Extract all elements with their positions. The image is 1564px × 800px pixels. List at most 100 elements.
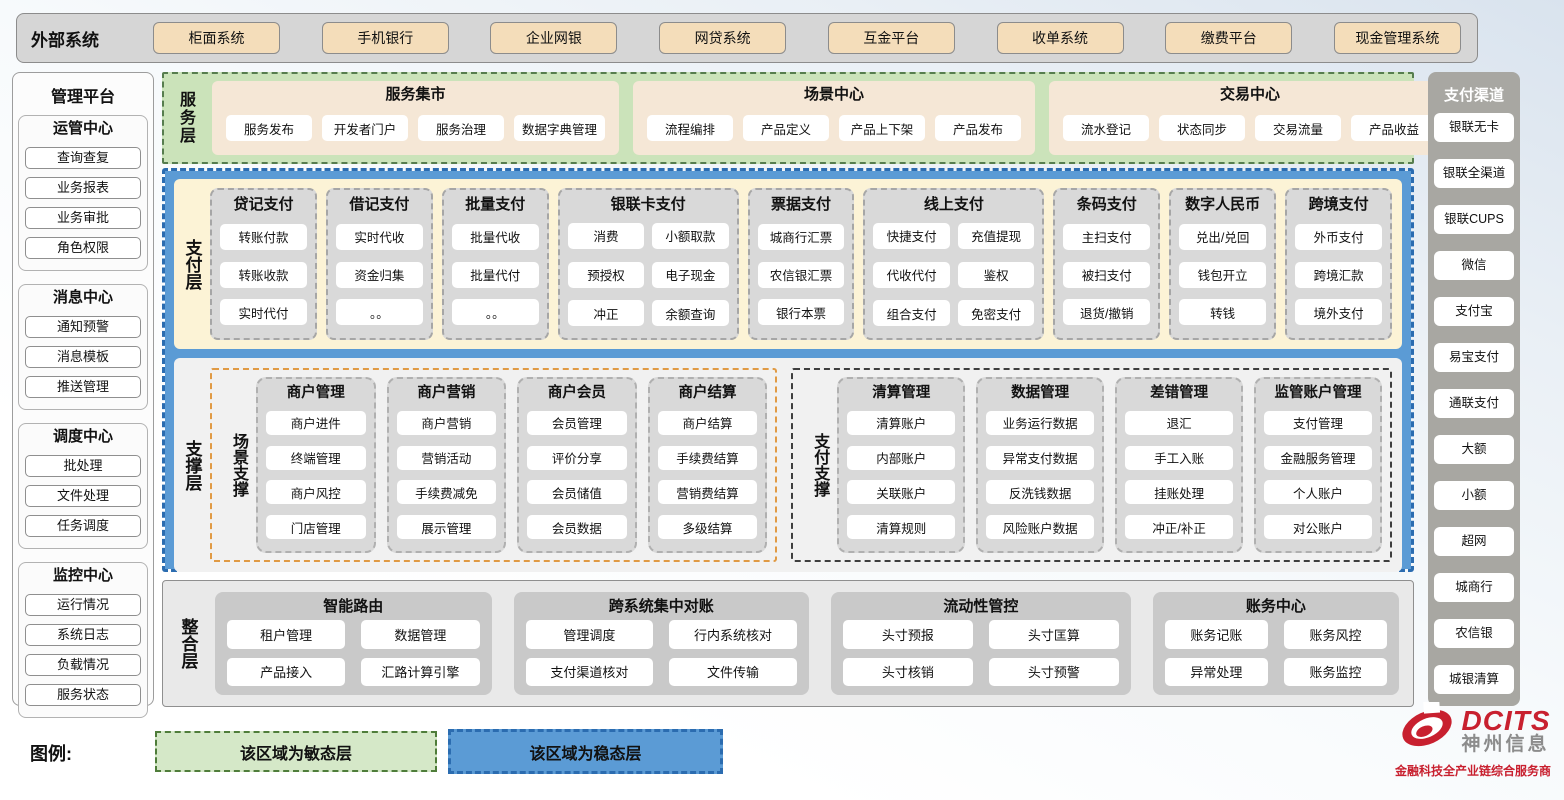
payment-channel-button[interactable]: 城商行 <box>1434 573 1514 602</box>
management-item-button[interactable]: 业务报表 <box>25 177 141 199</box>
integration-item-button[interactable]: 租户管理 <box>227 620 346 649</box>
external-system-button[interactable]: 企业网银 <box>490 22 618 54</box>
support-item-button[interactable]: 商户进件 <box>266 410 366 435</box>
payment-channel-button[interactable]: 城银清算 <box>1434 665 1514 694</box>
service-item-button[interactable]: 流水登记 <box>1063 115 1150 141</box>
service-item-button[interactable]: 服务发布 <box>226 115 312 141</box>
service-item-button[interactable]: 产品上下架 <box>839 115 926 141</box>
integration-item-button[interactable]: 文件传输 <box>669 657 797 686</box>
payment-item-button[interactable]: 免密支付 <box>957 300 1035 327</box>
support-item-button[interactable]: 会员数据 <box>527 515 627 540</box>
payment-item-button[interactable]: 退货/撤销 <box>1063 299 1151 326</box>
payment-item-button[interactable]: 被扫支付 <box>1063 261 1151 288</box>
management-item-button[interactable]: 批处理 <box>25 455 141 477</box>
payment-item-button[interactable]: 实时代收 <box>335 223 423 250</box>
payment-channel-button[interactable]: 超网 <box>1434 527 1514 556</box>
support-item-button[interactable]: 对公账户 <box>1264 515 1372 540</box>
support-item-button[interactable]: 评价分享 <box>527 445 627 470</box>
service-item-button[interactable]: 产品发布 <box>935 115 1022 141</box>
integration-item-button[interactable]: 账务风控 <box>1283 620 1387 649</box>
payment-item-button[interactable]: 兑出/兑回 <box>1179 223 1267 250</box>
payment-channel-button[interactable]: 银联全渠道 <box>1434 159 1514 188</box>
payment-item-button[interactable]: 快捷支付 <box>873 222 950 249</box>
payment-channel-button[interactable]: 小额 <box>1434 481 1514 510</box>
management-item-button[interactable]: 运行情况 <box>25 594 141 616</box>
integration-item-button[interactable]: 支付渠道核对 <box>525 657 654 686</box>
payment-item-button[interactable]: 农信银汇票 <box>757 261 845 288</box>
payment-item-button[interactable]: 消费 <box>567 222 645 249</box>
payment-item-button[interactable]: 境外支付 <box>1295 299 1383 326</box>
payment-channel-button[interactable]: 通联支付 <box>1434 389 1514 418</box>
management-item-button[interactable]: 业务审批 <box>25 207 141 229</box>
support-item-button[interactable]: 营销费结算 <box>657 480 758 505</box>
support-item-button[interactable]: 终端管理 <box>266 445 366 470</box>
support-item-button[interactable]: 冲正/补正 <box>1125 515 1234 540</box>
service-item-button[interactable]: 开发者门户 <box>322 115 408 141</box>
payment-channel-button[interactable]: 农信银 <box>1434 619 1514 648</box>
integration-item-button[interactable]: 头寸预警 <box>988 657 1119 686</box>
support-item-button[interactable]: 会员储值 <box>527 480 627 505</box>
payment-item-button[interactable]: 充值提现 <box>957 222 1035 249</box>
payment-item-button[interactable]: 电子现金 <box>652 261 729 288</box>
support-item-button[interactable]: 退汇 <box>1125 410 1234 435</box>
support-item-button[interactable]: 清算账户 <box>847 410 956 435</box>
external-system-button[interactable]: 互金平台 <box>827 22 955 54</box>
service-item-button[interactable]: 交易流量 <box>1255 115 1342 141</box>
payment-item-button[interactable]: 余额查询 <box>652 300 729 327</box>
service-item-button[interactable]: 服务治理 <box>418 115 504 141</box>
integration-item-button[interactable]: 产品接入 <box>227 657 346 686</box>
management-item-button[interactable]: 通知预警 <box>25 316 141 338</box>
payment-item-button[interactable]: 鉴权 <box>957 261 1035 288</box>
payment-item-button[interactable]: 小额取款 <box>652 222 729 249</box>
management-item-button[interactable]: 文件处理 <box>25 485 141 507</box>
external-system-button[interactable]: 网贷系统 <box>659 22 787 54</box>
integration-item-button[interactable]: 账务监控 <box>1283 657 1387 686</box>
support-item-button[interactable]: 挂账处理 <box>1125 480 1234 505</box>
integration-item-button[interactable]: 头寸预报 <box>842 620 973 649</box>
service-item-button[interactable]: 流程编排 <box>647 115 734 141</box>
support-item-button[interactable]: 业务运行数据 <box>986 410 1095 435</box>
payment-item-button[interactable]: 转账付款 <box>220 223 307 250</box>
support-item-button[interactable]: 商户风控 <box>266 480 366 505</box>
payment-item-button[interactable]: 资金归集 <box>335 261 423 288</box>
management-item-button[interactable]: 消息模板 <box>25 346 141 368</box>
support-item-button[interactable]: 支付管理 <box>1264 410 1372 435</box>
payment-item-button[interactable]: 城商行汇票 <box>757 223 845 250</box>
management-item-button[interactable]: 任务调度 <box>25 515 141 537</box>
payment-item-button[interactable]: 冲正 <box>567 300 645 327</box>
payment-item-button[interactable]: 。。 <box>335 299 423 326</box>
service-item-button[interactable]: 产品定义 <box>743 115 830 141</box>
payment-item-button[interactable]: 批量代收 <box>451 223 539 250</box>
external-system-button[interactable]: 手机银行 <box>321 22 449 54</box>
payment-item-button[interactable]: 预授权 <box>567 261 645 288</box>
payment-item-button[interactable]: 银行本票 <box>757 299 845 326</box>
payment-channel-button[interactable]: 支付宝 <box>1434 297 1514 326</box>
service-item-button[interactable]: 数据字典管理 <box>514 115 606 141</box>
external-system-button[interactable]: 收单系统 <box>996 22 1124 54</box>
service-item-button[interactable]: 状态同步 <box>1159 115 1246 141</box>
integration-item-button[interactable]: 头寸匡算 <box>988 620 1119 649</box>
support-item-button[interactable]: 多级结算 <box>657 515 758 540</box>
payment-item-button[interactable]: 转钱 <box>1179 299 1267 326</box>
support-item-button[interactable]: 关联账户 <box>847 480 956 505</box>
external-system-button[interactable]: 柜面系统 <box>153 22 280 54</box>
integration-item-button[interactable]: 头寸核销 <box>842 657 973 686</box>
integration-item-button[interactable]: 管理调度 <box>525 620 654 649</box>
payment-channel-button[interactable]: 银联无卡 <box>1434 113 1514 142</box>
support-item-button[interactable]: 个人账户 <box>1264 480 1372 505</box>
support-item-button[interactable]: 异常支付数据 <box>986 445 1095 470</box>
payment-channel-button[interactable]: 大额 <box>1434 435 1514 464</box>
service-item-button[interactable]: 产品收益 <box>1351 115 1438 141</box>
support-item-button[interactable]: 风险账户数据 <box>986 515 1095 540</box>
support-item-button[interactable]: 金融服务管理 <box>1264 445 1372 470</box>
management-item-button[interactable]: 系统日志 <box>25 624 141 646</box>
payment-item-button[interactable]: 实时代付 <box>220 299 307 326</box>
support-item-button[interactable]: 内部账户 <box>847 445 956 470</box>
support-item-button[interactable]: 商户营销 <box>396 410 497 435</box>
support-item-button[interactable]: 反洗钱数据 <box>986 480 1095 505</box>
integration-item-button[interactable]: 账务记账 <box>1164 620 1268 649</box>
payment-item-button[interactable]: 外币支付 <box>1295 223 1383 250</box>
external-system-button[interactable]: 现金管理系统 <box>1333 22 1461 54</box>
integration-item-button[interactable]: 异常处理 <box>1164 657 1268 686</box>
management-item-button[interactable]: 角色权限 <box>25 237 141 259</box>
